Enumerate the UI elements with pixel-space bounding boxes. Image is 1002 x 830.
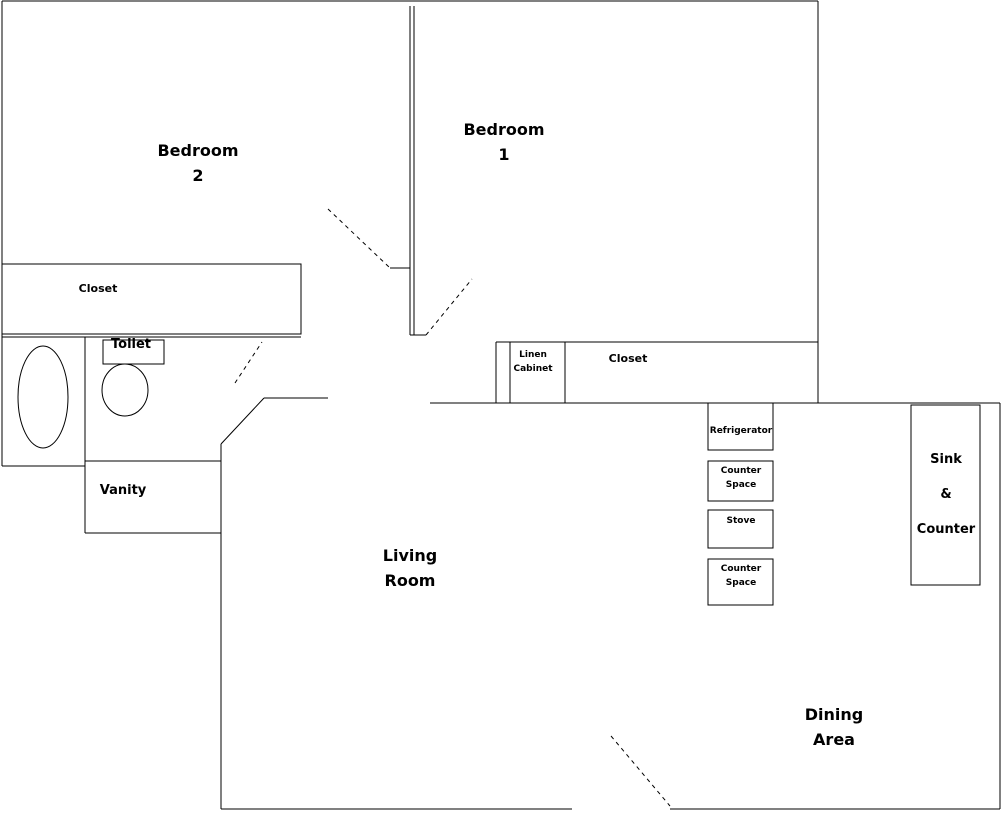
vanity-label: Vanity [99,483,147,498]
dining-area-line1: Dining [804,705,864,724]
dining-area-line2: Area [813,730,855,749]
bedroom1-label-line2: 1 [498,145,510,164]
closet-bedroom2-label: Closet [78,282,118,295]
refrigerator-box [707,402,774,451]
counter-space-1-line1: Counter [720,466,762,476]
living-room-line2: Room [384,571,436,590]
bedroom2-label-line1: Bedroom [157,141,239,160]
sink-counter-box [910,404,981,586]
bedroom2-label-line2: 2 [192,166,204,185]
sink-counter-label: Sink & Counter [917,453,975,536]
bedroom1-label-line1: Bedroom [463,120,545,139]
bedroom1-label: Bedroom 1 [463,122,544,163]
linen-cabinet-box [509,341,566,404]
door-swing-bedroom2 [327,208,391,269]
counter-space-2-label: Counter Space [721,565,761,588]
bedroom2-label: Bedroom 2 [157,143,238,184]
bathtub-shape [17,345,69,449]
wall-hall-diagonal [220,397,265,445]
door-swing-bathroom [234,341,263,384]
stove-box [707,509,774,549]
toilet-bowl [101,363,149,417]
stove-label: Stove [726,516,756,526]
toilet-tank [102,339,165,365]
door-swing-entry [610,735,671,807]
sink-counter-line3: Counter [916,522,976,537]
living-room-label: Living Room [383,548,437,589]
linen-cabinet-label: Linen Cabinet [513,351,552,374]
sink-counter-line2: & [940,487,952,502]
living-room-line1: Living [382,546,438,565]
refrigerator-label: Refrigerator [709,426,773,436]
counter-space-1-line2: Space [725,480,757,490]
counter-space-1-label: Counter Space [721,467,761,490]
dining-area-label: Dining Area [805,707,863,748]
closet-bedroom2-box [1,263,302,335]
toilet-label: Toilet [110,337,152,352]
closet-bedroom1-label: Closet [608,352,648,365]
door-swing-bedroom1 [425,278,473,336]
linen-cabinet-label-line1: Linen [519,350,547,360]
counter-space-2-box [707,558,774,606]
counter-space-2-line2: Space [725,578,757,588]
sink-counter-line1: Sink [930,452,962,467]
counter-space-2-line1: Counter [720,564,762,574]
linen-cabinet-label-line2: Cabinet [513,364,553,374]
counter-space-1-box [707,460,774,502]
